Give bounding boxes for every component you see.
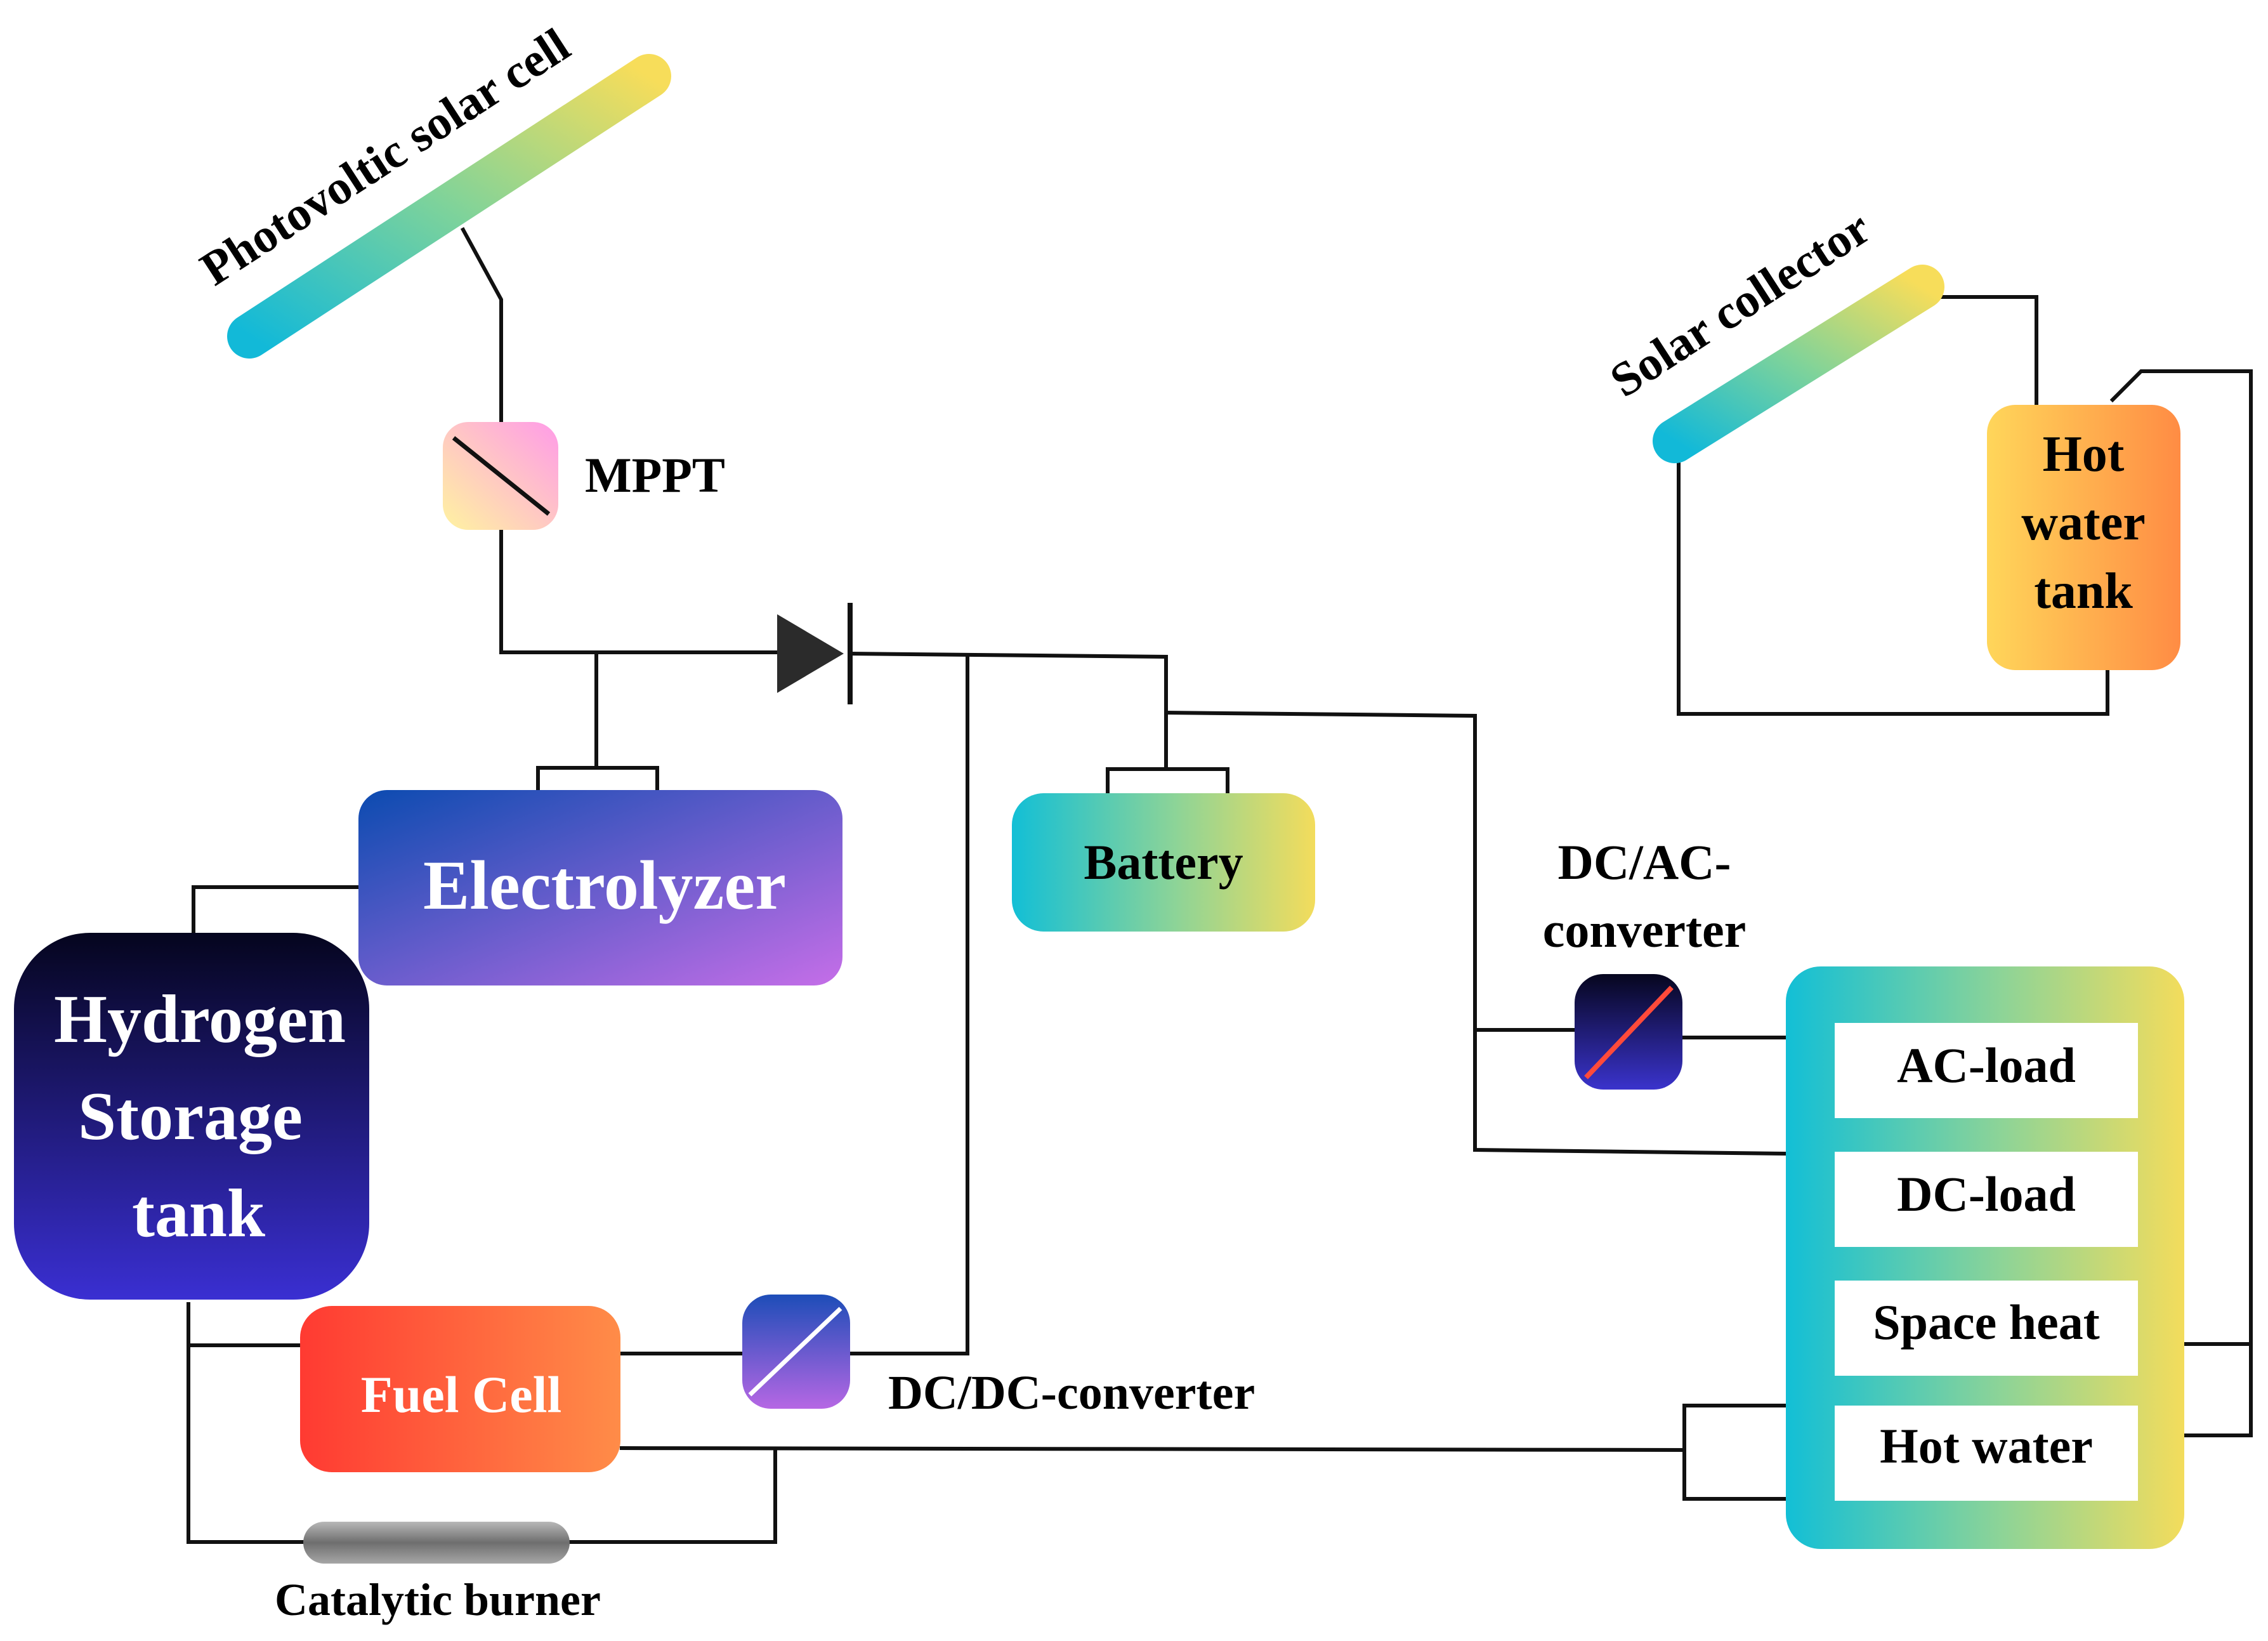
dcdc-converter: DC/DC-converter [742, 1295, 1255, 1420]
electrolyzer-label: Electrolyzer [423, 847, 786, 924]
storage-label-line2: Storage [78, 1079, 303, 1154]
wire-pv-mppt [460, 227, 503, 426]
load-label-hot-water: Hot water [1880, 1418, 2093, 1473]
load-label-space-heat: Space heat [1873, 1295, 2100, 1350]
pv-panel: Photovoltic solar cell [192, 18, 671, 359]
wire-fuelcell-heat [619, 1446, 1687, 1453]
wire-mppt-bus [499, 526, 779, 654]
load-label-ac: AC-load [1897, 1038, 2076, 1093]
dcdc-label: DC/DC-converter [888, 1366, 1255, 1420]
wire-burner-heat [566, 1448, 777, 1544]
wire-dc-bus [848, 651, 1169, 659]
diode-icon [777, 603, 853, 704]
wires [187, 227, 2253, 1544]
wire-storage-fuelcell [187, 1302, 306, 1544]
hot-tank-label-line3: tank [2034, 563, 2133, 619]
storage-label-line3: tank [132, 1176, 265, 1251]
electrolyzer-terminals [536, 766, 659, 811]
load-box-hot-water [1835, 1406, 2138, 1501]
hot-tank-label-line2: water [2021, 495, 2145, 551]
load-box-space-heat [1835, 1281, 2138, 1376]
dcac-label-line2: converter [1543, 902, 1746, 958]
wire-tank-loads [2109, 369, 2253, 1437]
battery-label: Battery [1084, 834, 1243, 890]
battery: Battery [1012, 793, 1315, 932]
loads-panel: AC-load DC-load Space heat Hot water [1786, 966, 2184, 1549]
mppt-label: MPPT [585, 447, 725, 503]
fuel-cell-label: Fuel Cell [361, 1366, 562, 1423]
storage-label-line1: Hydrogen [54, 982, 346, 1057]
dcac-label-line1: DC/AC- [1558, 834, 1731, 890]
catalytic-burner: Catalytic burner [275, 1522, 601, 1625]
burner-label: Catalytic burner [275, 1574, 601, 1625]
hydrogen-storage-tank: Hydrogen Storage tank [14, 933, 369, 1300]
wire-bus-loads [1163, 710, 1788, 1156]
battery-terminals [1106, 767, 1229, 814]
wire-heat-branch [1682, 1404, 1788, 1501]
solar-collector: Solar collector [1601, 201, 1944, 463]
load-label-dc: DC-load [1897, 1166, 2076, 1222]
hot-water-tank: Hot water tank [1987, 405, 2180, 670]
load-box-dc [1835, 1152, 2138, 1247]
dcac-converter: DC/AC- converter [1543, 834, 1746, 1090]
load-box-ac [1835, 1023, 2138, 1118]
electrolyzer: Electrolyzer [358, 790, 842, 985]
wire-collector-return [1677, 455, 2109, 716]
wire-electrolyzer-storage [192, 885, 362, 936]
wire-collector-tank [1927, 295, 2038, 407]
hot-tank-label-line1: Hot [2043, 426, 2125, 482]
mppt-device: MPPT [443, 422, 725, 530]
fuel-cell: Fuel Cell [300, 1306, 620, 1472]
wire-bus-dcdc [848, 654, 969, 1355]
